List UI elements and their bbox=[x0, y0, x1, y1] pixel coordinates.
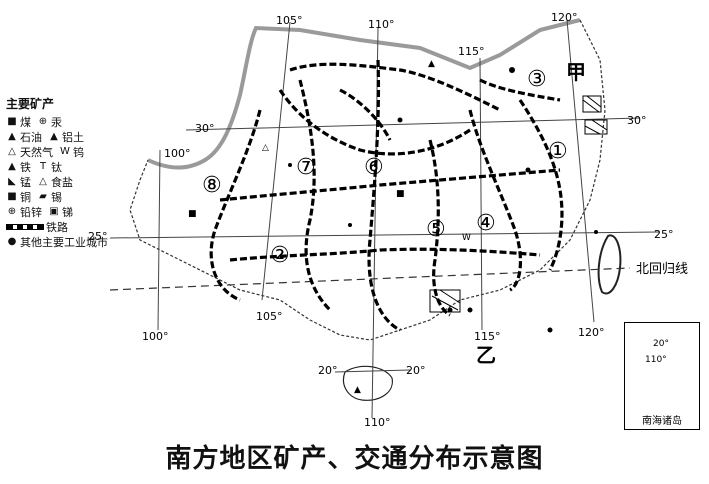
inset-lat-label: 20° bbox=[653, 339, 669, 349]
legend-label-coal: 煤 bbox=[20, 115, 31, 129]
mercury-icon: ⊕ bbox=[38, 116, 48, 127]
map-caption: 南方地区矿产、交通分布示意图 bbox=[165, 444, 544, 474]
place-jia: 甲 bbox=[566, 60, 586, 84]
number-4: ④ bbox=[476, 211, 496, 236]
legend-label-bauxite: 铝土 bbox=[62, 130, 84, 144]
svg-text:■: ■ bbox=[188, 209, 197, 219]
svg-text:▲: ▲ bbox=[354, 385, 361, 395]
place-yi: 乙 bbox=[476, 343, 496, 367]
legend-label-railway: 铁路 bbox=[46, 220, 68, 234]
legend-row: ◣ 锰 △ 食盐 bbox=[6, 174, 146, 189]
mineral-symbols: ▲ △ ■ ■ W ▲ bbox=[188, 59, 471, 395]
lon-120-bottom: 120° bbox=[578, 326, 605, 339]
legend-title: 主要矿产 bbox=[6, 97, 55, 111]
svg-text:▲: ▲ bbox=[428, 59, 435, 69]
legend-label-copper: 铜 bbox=[20, 190, 31, 204]
railways bbox=[209, 59, 564, 332]
longitude-labels: 105° 110° 115° 120° 100° 100° 105° 115° … bbox=[142, 11, 605, 429]
legend-row: ●其他主要工业城市 bbox=[6, 234, 146, 249]
hainan-island bbox=[342, 365, 393, 401]
circled-numbers: ① ② ③ ④ ⑤ ⑥ ⑦ ⑧ bbox=[202, 67, 568, 268]
latitude-labels: 30° 30° 25° 25° 20° 20° bbox=[88, 114, 674, 377]
lon-105-bottom: 105° bbox=[256, 310, 283, 323]
lon-100-bottom: 100° bbox=[142, 330, 169, 343]
legend-label-titanium: 钛 bbox=[51, 160, 62, 174]
legend-label-oil: 石油 bbox=[20, 130, 42, 144]
coastline bbox=[129, 19, 606, 341]
lat-30-right: 30° bbox=[627, 114, 647, 127]
legend-row: ■煤 ⊕汞 bbox=[6, 114, 146, 129]
number-8: ⑧ bbox=[202, 173, 222, 198]
legend-label-tin: 锡 bbox=[51, 190, 62, 204]
region-boundary bbox=[147, 18, 581, 170]
inset-label: 南海诸岛 bbox=[642, 416, 682, 427]
tungsten-icon: W bbox=[60, 146, 70, 157]
svg-text:■: ■ bbox=[396, 189, 405, 199]
legend-label-tungsten: 钨 bbox=[73, 145, 84, 159]
number-3: ③ bbox=[527, 67, 547, 92]
lat-25-right: 25° bbox=[654, 228, 674, 241]
manganese-icon: ◣ bbox=[8, 176, 16, 187]
lead-zinc-icon: ⊕ bbox=[7, 206, 17, 217]
gas-icon: △ bbox=[8, 146, 16, 157]
number-1: ① bbox=[548, 139, 568, 164]
legend-label-salt: 食盐 bbox=[51, 175, 73, 189]
legend-label-city: 其他主要工业城市 bbox=[20, 235, 108, 249]
legend-label-antimony: 锑 bbox=[62, 205, 73, 219]
lon-110-top: 110° bbox=[368, 18, 395, 31]
lon-105-top: 105° bbox=[276, 14, 303, 27]
south-china-sea-inset: 20° 110° 南海诸岛 bbox=[624, 322, 700, 430]
oil-icon: ▲ bbox=[8, 131, 16, 142]
salt-icon: △ bbox=[39, 176, 47, 187]
industrial-cities bbox=[288, 67, 598, 333]
copper-icon: ■ bbox=[7, 191, 17, 202]
inset-lon-label: 110° bbox=[645, 355, 667, 365]
tropic-of-cancer-line bbox=[109, 267, 631, 291]
antimony-icon: ▣ bbox=[49, 206, 59, 217]
number-5: ⑤ bbox=[426, 217, 446, 242]
lon-115-top: 115° bbox=[458, 45, 485, 58]
number-7: ⑦ bbox=[296, 155, 316, 180]
legend-row: 铁路 bbox=[6, 219, 146, 234]
number-2: ② bbox=[270, 243, 290, 268]
lat-30-left: 30° bbox=[195, 122, 215, 135]
iron-icon: ▲ bbox=[8, 161, 16, 172]
tin-icon: ▰ bbox=[39, 191, 47, 202]
svg-text:△: △ bbox=[262, 143, 269, 153]
lon-120-top: 120° bbox=[551, 11, 578, 24]
titanium-icon: T bbox=[39, 161, 47, 172]
railway-icon bbox=[6, 223, 44, 230]
lat-20-left: 20° bbox=[318, 364, 338, 377]
legend-label-manganese: 锰 bbox=[20, 175, 31, 189]
bauxite-icon: ▲ bbox=[50, 131, 58, 142]
svg-text:W: W bbox=[462, 233, 471, 243]
lat-20-right: 20° bbox=[406, 364, 426, 377]
legend-label-iron: 铁 bbox=[20, 160, 31, 174]
legend-label-mercury: 汞 bbox=[51, 115, 62, 129]
legend-label-gas: 天然气 bbox=[20, 145, 53, 159]
city-dot-icon: ● bbox=[7, 236, 17, 247]
lon-115-bottom: 115° bbox=[474, 330, 501, 343]
tropic-label: 北回归线 bbox=[636, 262, 688, 277]
lat-25-left: 25° bbox=[88, 230, 108, 243]
legend-row: ⊕铅锌 ▣锑 bbox=[6, 204, 146, 219]
industrial-zones bbox=[429, 95, 608, 313]
coal-icon: ■ bbox=[7, 116, 17, 127]
taiwan-island bbox=[597, 234, 622, 295]
legend-row: ▲ 石油 ▲ 铝土 bbox=[6, 129, 146, 144]
legend-row: ■铜 ▰ 锡 bbox=[6, 189, 146, 204]
number-6: ⑥ bbox=[364, 155, 384, 180]
legend-label-lead-zinc: 铅锌 bbox=[20, 205, 42, 219]
lon-100-left: 100° bbox=[164, 147, 191, 160]
lon-110-bottom: 110° bbox=[364, 416, 391, 429]
